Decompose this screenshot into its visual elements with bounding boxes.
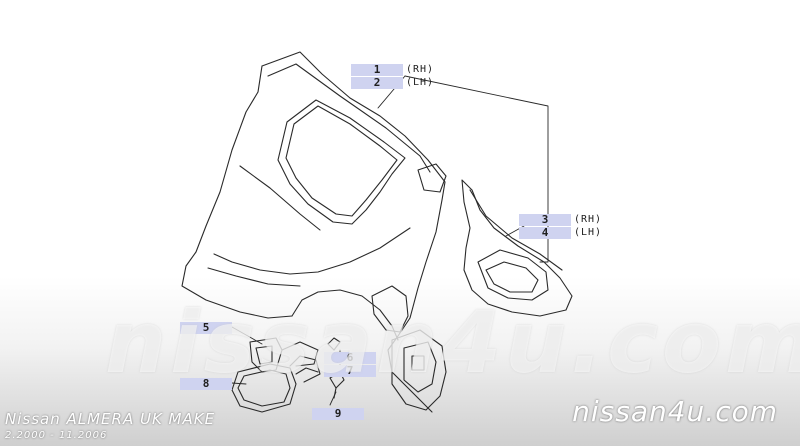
rear-quarter-panel-outer [181, 51, 447, 413]
callout-number-6[interactable]: 6 [324, 352, 376, 364]
callout-number-4[interactable]: 4 [519, 227, 571, 239]
site-logo: nissan4u.com [572, 395, 778, 428]
callout-number-3[interactable]: 3 [519, 214, 571, 226]
callout-side-2: (LH) [406, 77, 435, 88]
callout-number-9[interactable]: 9 [312, 408, 364, 420]
callout-side-3: (RH) [574, 214, 603, 225]
callout-number-7[interactable]: 7 [324, 365, 376, 377]
callout-number-8[interactable]: 8 [180, 378, 232, 390]
rear-quarter-panel-inner [461, 179, 573, 317]
fuel-lid-hinge-bracket [249, 337, 319, 373]
fuel-filler-lid [231, 363, 297, 413]
callout-number-5[interactable]: 5 [180, 322, 232, 334]
model-caption: Nissan ALMERA UK MAKE [5, 410, 216, 428]
callout-side-1: (RH) [406, 64, 435, 75]
production-dates: 2.2000 - 11.2006 [5, 430, 108, 441]
callout-number-2[interactable]: 2 [351, 77, 403, 89]
callout-side-4: (LH) [574, 227, 603, 238]
watermark: nissan4u.com [105, 293, 800, 393]
callout-number-1[interactable]: 1 [351, 64, 403, 76]
